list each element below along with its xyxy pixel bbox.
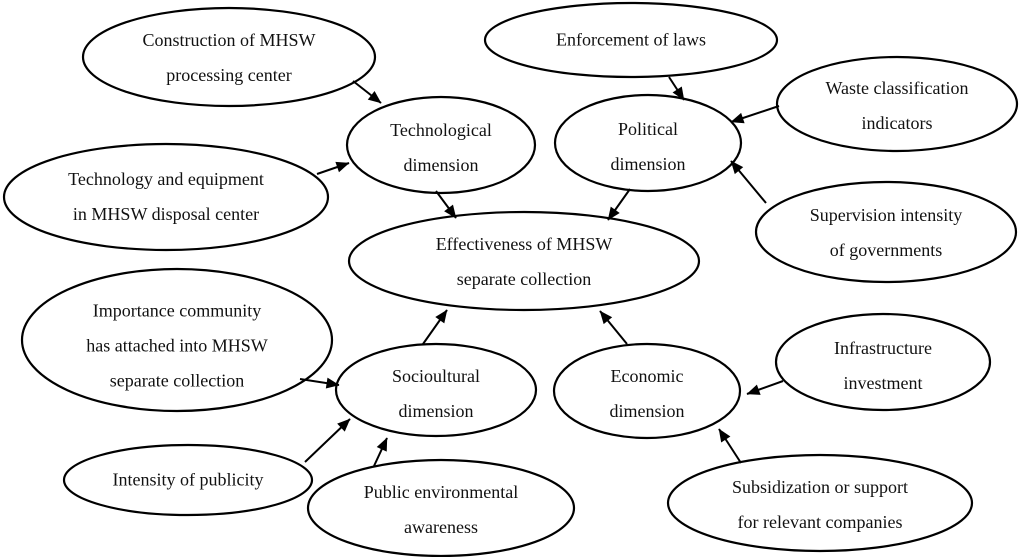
- node-public-env-ellipse: [306, 458, 576, 557]
- node-construction-ellipse: [81, 6, 377, 108]
- arrow-political-to-effectiveness: [607, 188, 631, 221]
- node-publicity-ellipse: [62, 443, 314, 517]
- node-sociocultural-ellipse: [334, 342, 538, 438]
- node-supervision-ellipse: [754, 180, 1018, 284]
- node-infrastructure-ellipse: [774, 312, 992, 412]
- node-tech-equipment-ellipse: [2, 142, 330, 252]
- arrow-public-env-to-sociocultural: [373, 437, 388, 467]
- arrow-sociocultural-to-effectiveness: [422, 309, 448, 345]
- arrow-enforcement-to-political: [668, 76, 685, 101]
- node-effectiveness-ellipse: [347, 210, 701, 312]
- node-waste-ellipse: [775, 55, 1019, 153]
- node-enforcement-ellipse: [483, 1, 779, 79]
- arrow-publicity-to-sociocultural: [304, 418, 351, 463]
- arrow-waste-to-political: [730, 105, 780, 124]
- arrow-importance-to-sociocultural: [299, 377, 340, 389]
- node-importance-ellipse: [20, 267, 334, 413]
- arrow-tech-equipment-to-technological: [316, 161, 350, 175]
- arrow-subsidization-to-economic: [718, 428, 742, 464]
- node-political-ellipse: [553, 93, 743, 193]
- arrow-economic-to-effectiveness: [599, 310, 628, 345]
- node-technological-ellipse: [345, 95, 537, 195]
- arrow-infrastructure-to-economic: [746, 380, 784, 395]
- arrow-supervision-to-political: [730, 160, 767, 204]
- arrow-technological-to-effectiveness: [435, 190, 457, 219]
- node-subsidization-ellipse: [666, 453, 974, 553]
- node-economic-ellipse: [552, 342, 742, 440]
- arrow-construction-to-technological: [352, 80, 382, 104]
